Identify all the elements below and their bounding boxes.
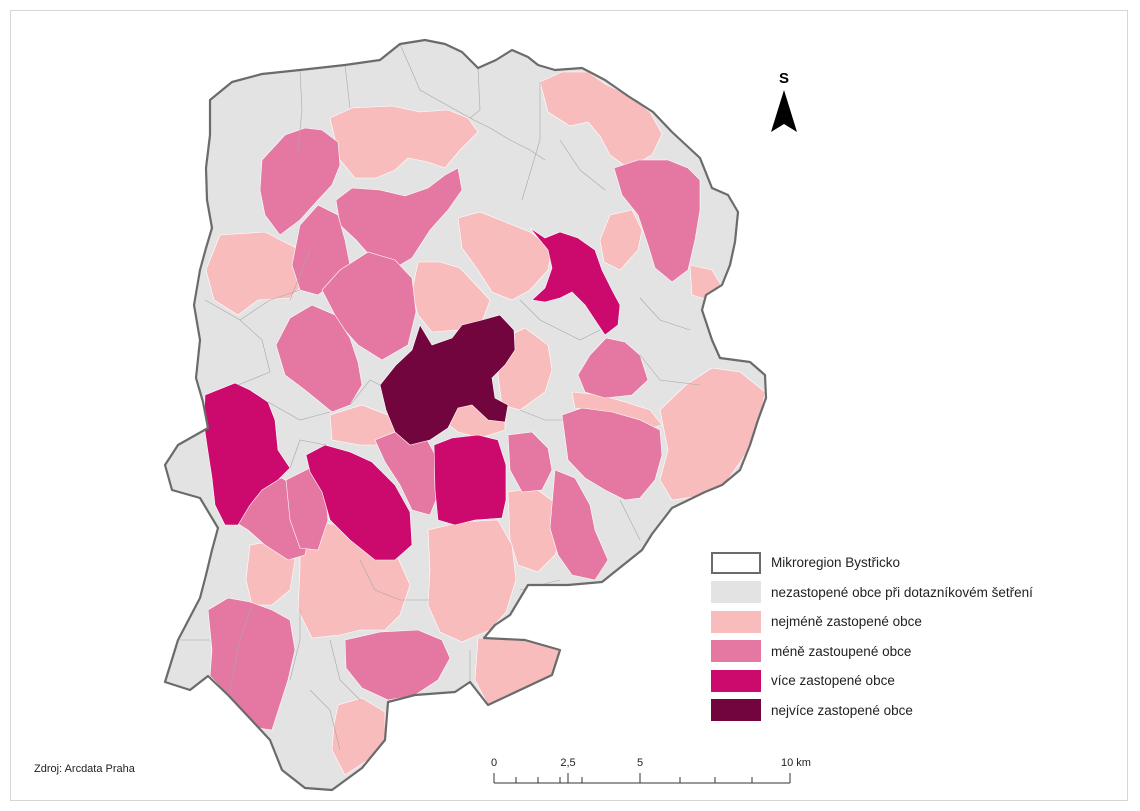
legend-swatch (711, 640, 761, 663)
municipality-least (205, 231, 313, 316)
region-outline (163, 38, 768, 792)
municipality-least (599, 209, 643, 271)
municipality-least (539, 71, 663, 169)
source-credit: Zdroj: Arcdata Praha (34, 763, 135, 775)
municipality-more (203, 382, 291, 526)
municipality-less (549, 469, 609, 581)
legend-label: nezastopené obce při dotazníkovém šetřen… (771, 584, 1033, 600)
municipality-layer (165, 40, 766, 790)
municipality-less (577, 337, 649, 399)
legend-swatch (711, 551, 761, 574)
municipality-borders (180, 43, 701, 751)
legend-swatch (711, 699, 761, 722)
legend-item-less: méně zastoupené obce (711, 637, 1111, 667)
legend-item-most: nejvíce zastopené obce (711, 696, 1111, 726)
municipality-more (433, 434, 507, 526)
legend-item-more: více zastopené obce (711, 666, 1111, 696)
municipality-less (275, 304, 363, 413)
municipality-less (344, 629, 451, 701)
municipality-less (507, 431, 553, 493)
legend-label: více zastopené obce (771, 673, 895, 689)
scale-tick-label: 2,5 (560, 757, 576, 769)
municipality-less (613, 159, 701, 283)
legend-item-unrepresented: nezastopené obce při dotazníkovém šetřen… (711, 578, 1111, 608)
scale-bar-labels: 0 2,5 5 10 km (488, 757, 818, 787)
legend-swatch (711, 581, 761, 604)
legend-label: méně zastoupené obce (771, 643, 912, 659)
legend-label: Mikroregion Bystřicko (771, 555, 901, 571)
legend: Mikroregion Bystřicko nezastopené obce p… (711, 548, 1111, 725)
north-label: S (778, 70, 789, 87)
municipality-least (474, 637, 561, 706)
municipality-more (529, 227, 621, 336)
legend-swatch (711, 610, 761, 633)
municipality-least (457, 211, 553, 301)
legend-label: nejvíce zastopené obce (771, 702, 913, 718)
municipality-less (321, 251, 417, 361)
north-arrow-icon (771, 90, 797, 132)
legend-item-region-outline: Mikroregion Bystřicko (711, 548, 1111, 578)
municipality-least (331, 697, 386, 776)
municipality-most (379, 314, 516, 446)
legend-swatch (711, 669, 761, 692)
legend-item-least: nejméně zastopené obce (711, 607, 1111, 637)
municipality-less (259, 127, 341, 236)
scale-tick-label: 5 (636, 757, 644, 769)
legend-label: nejméně zastopené obce (771, 614, 922, 630)
municipality-least (329, 105, 479, 179)
municipality-least (427, 519, 517, 643)
scale-tick-label: 0 (490, 757, 498, 769)
municipality-less (335, 167, 463, 269)
municipality-less (561, 407, 663, 501)
scale-tick-label: 10 km (781, 757, 811, 769)
scale-bar (493, 773, 791, 784)
municipality-more (305, 444, 413, 561)
north-arrow: S (766, 70, 802, 140)
